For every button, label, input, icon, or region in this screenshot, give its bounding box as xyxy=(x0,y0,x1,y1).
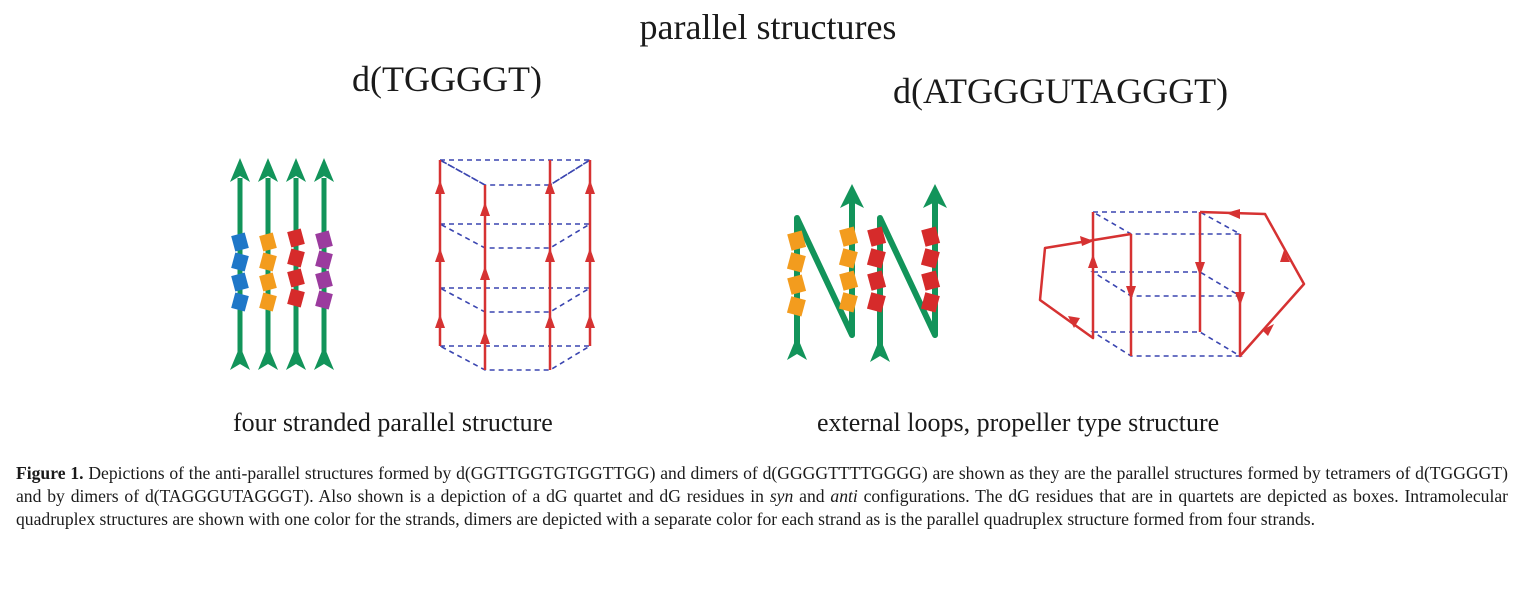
quartet-boxes-blue xyxy=(231,232,249,312)
caption-syn: syn xyxy=(769,486,794,506)
dimer-boxes-red-left xyxy=(866,226,887,313)
arrowhead-top-4 xyxy=(314,158,334,182)
arrowhead-top-1 xyxy=(230,158,250,182)
dimer-boxes-red-right xyxy=(920,226,941,313)
arrowhead-bottom-2 xyxy=(258,346,278,370)
caption-text: Depictions of the anti-parallel structur… xyxy=(16,463,1508,506)
arrowhead-up-2 xyxy=(923,184,947,208)
arrowhead-bottom-3 xyxy=(286,346,306,370)
caption-text-2: configurations. The dG residues that are… xyxy=(16,486,1509,529)
caption-and: and xyxy=(793,486,831,506)
arrowhead-bottom-1 xyxy=(787,336,807,360)
arrowhead-bottom-4 xyxy=(314,346,334,370)
dimer-boxes-orange-right xyxy=(838,226,859,313)
dimer-boxes-orange-left xyxy=(786,230,807,317)
sequence-label-right: d(ATGGGUTAGGGT) xyxy=(893,71,1229,111)
arrowhead-top-2 xyxy=(258,158,278,182)
caption-anti: anti xyxy=(830,486,858,506)
dimer-zigzag-diagram xyxy=(786,184,947,362)
propeller-structure-diagram xyxy=(1038,209,1306,358)
arrowhead-up-1 xyxy=(840,184,864,208)
caption-label: Figure 1. xyxy=(16,463,84,483)
quartet-boxes-red xyxy=(287,228,305,308)
figure-caption: Figure 1. Depictions of the anti-paralle… xyxy=(16,462,1508,531)
quartet-boxes-orange xyxy=(259,232,277,312)
stacked-quartet-cube xyxy=(435,159,595,371)
four-strand-diagram xyxy=(230,158,334,370)
diagram-label-right: external loops, propeller type structure xyxy=(817,408,1220,437)
arrowhead-top-3 xyxy=(286,158,306,182)
figure-title: parallel structures xyxy=(639,7,897,47)
quartet-boxes-purple xyxy=(315,230,333,310)
diagram-label-left: four stranded parallel structure xyxy=(233,408,553,437)
arrowhead-bottom-2 xyxy=(870,338,890,362)
sequence-label-left: d(TGGGGT) xyxy=(352,59,542,99)
arrowhead-bottom-1 xyxy=(230,346,250,370)
